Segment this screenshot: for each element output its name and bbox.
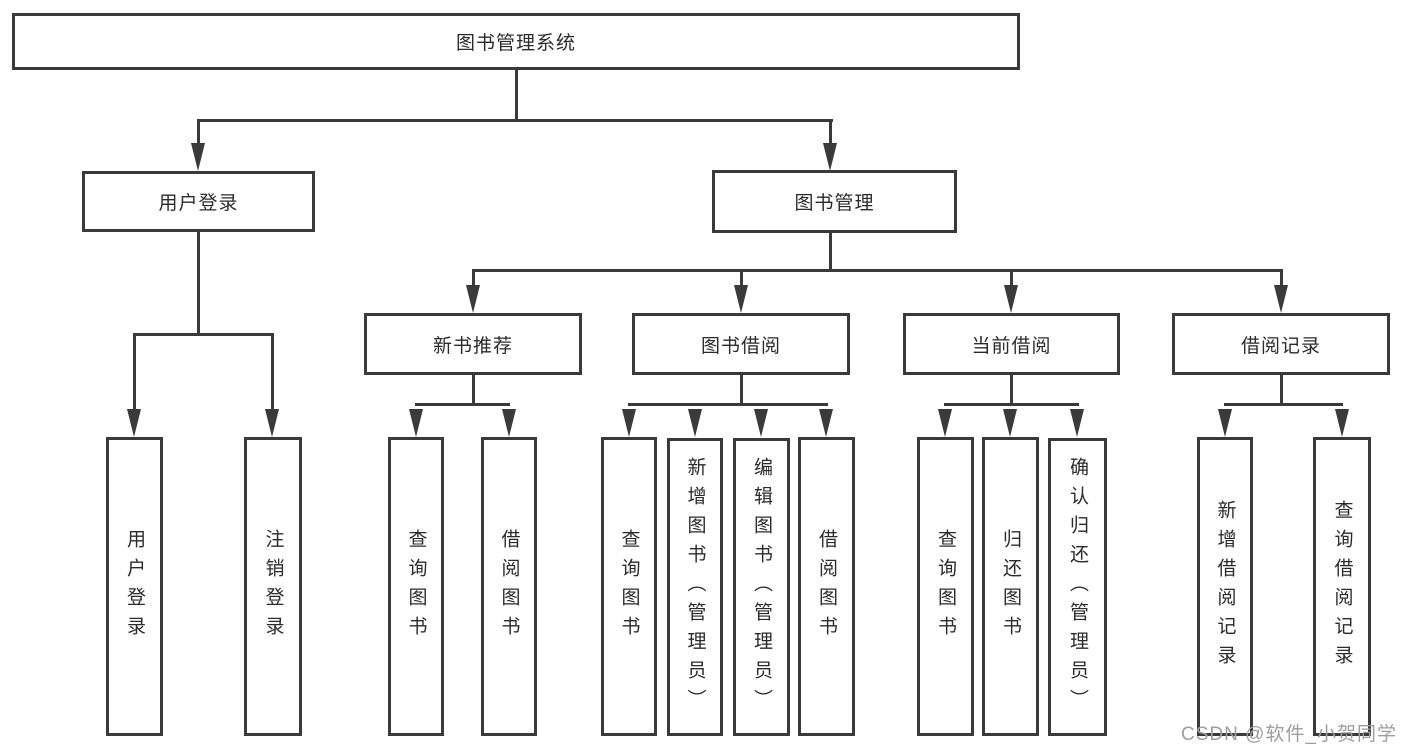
connector-line	[1010, 269, 1013, 288]
arrow-down-icon	[1335, 409, 1349, 437]
arrow-down-icon	[734, 285, 748, 313]
connector-line	[829, 233, 832, 272]
connector-line	[628, 403, 828, 406]
arrow-down-icon	[1218, 409, 1232, 437]
node-book-management: 图书管理	[712, 170, 957, 233]
leaf-edit-book-admin: 编辑图书（管理员）	[733, 438, 790, 736]
connector-line	[415, 403, 510, 406]
node-book-borrowing: 图书借阅	[632, 313, 850, 375]
node-current-borrowing: 当前借阅	[903, 313, 1120, 375]
arrow-down-icon	[1070, 409, 1084, 437]
connector-line	[472, 375, 475, 406]
node-library-management-system: 图书管理系统	[12, 13, 1020, 70]
leaf-add-borrow-record: 新增借阅记录	[1197, 437, 1253, 736]
arrow-down-icon	[265, 409, 279, 437]
arrow-down-icon	[938, 409, 952, 437]
arrow-down-icon	[466, 285, 480, 313]
connector-line	[133, 333, 274, 336]
connector-line	[271, 333, 274, 412]
arrow-down-icon	[502, 409, 516, 437]
arrow-down-icon	[688, 409, 702, 437]
connector-line	[740, 269, 743, 288]
connector-line	[740, 375, 743, 406]
connector-line	[1280, 375, 1283, 406]
leaf-query-books: 查询图书	[917, 437, 974, 736]
leaf-borrow-books: 借阅图书	[798, 437, 855, 736]
connector-line	[515, 70, 518, 120]
arrow-down-icon	[622, 409, 636, 437]
arrow-down-icon	[127, 409, 141, 437]
connector-line	[944, 403, 1079, 406]
leaf-borrow-books: 借阅图书	[481, 437, 537, 736]
csdn-watermark: CSDN @软件_小贺同学	[1181, 724, 1397, 745]
connector-line	[829, 119, 832, 146]
leaf-return-book: 归还图书	[982, 437, 1039, 736]
arrow-down-icon	[191, 143, 205, 171]
leaf-confirm-return-admin: 确认归还（管理员）	[1048, 438, 1107, 736]
leaf-query-books: 查询图书	[601, 437, 657, 736]
connector-line	[1280, 269, 1283, 288]
arrow-down-icon	[1274, 285, 1288, 313]
leaf-query-books: 查询图书	[388, 437, 444, 736]
connector-line	[197, 232, 200, 335]
connector-line	[472, 269, 475, 288]
arrow-down-icon	[1003, 409, 1017, 437]
connector-line	[472, 269, 1282, 272]
leaf-logout: 注销登录	[244, 437, 302, 736]
connector-line	[133, 333, 136, 412]
arrow-down-icon	[823, 143, 837, 171]
connector-line	[1010, 375, 1013, 406]
node-user-login: 用户登录	[82, 171, 315, 232]
connector-line	[197, 119, 200, 146]
leaf-query-borrow-record: 查询借阅记录	[1313, 437, 1371, 736]
leaf-add-book-admin: 新增图书（管理员）	[667, 438, 723, 736]
arrow-down-icon	[754, 409, 768, 437]
node-borrowing-records: 借阅记录	[1172, 313, 1390, 375]
node-new-book-recommend: 新书推荐	[364, 313, 582, 375]
leaf-user-login: 用户登录	[106, 437, 163, 736]
arrow-down-icon	[1004, 285, 1018, 313]
connector-line	[197, 119, 833, 122]
arrow-down-icon	[819, 409, 833, 437]
arrow-down-icon	[409, 409, 423, 437]
connector-line	[1224, 403, 1343, 406]
